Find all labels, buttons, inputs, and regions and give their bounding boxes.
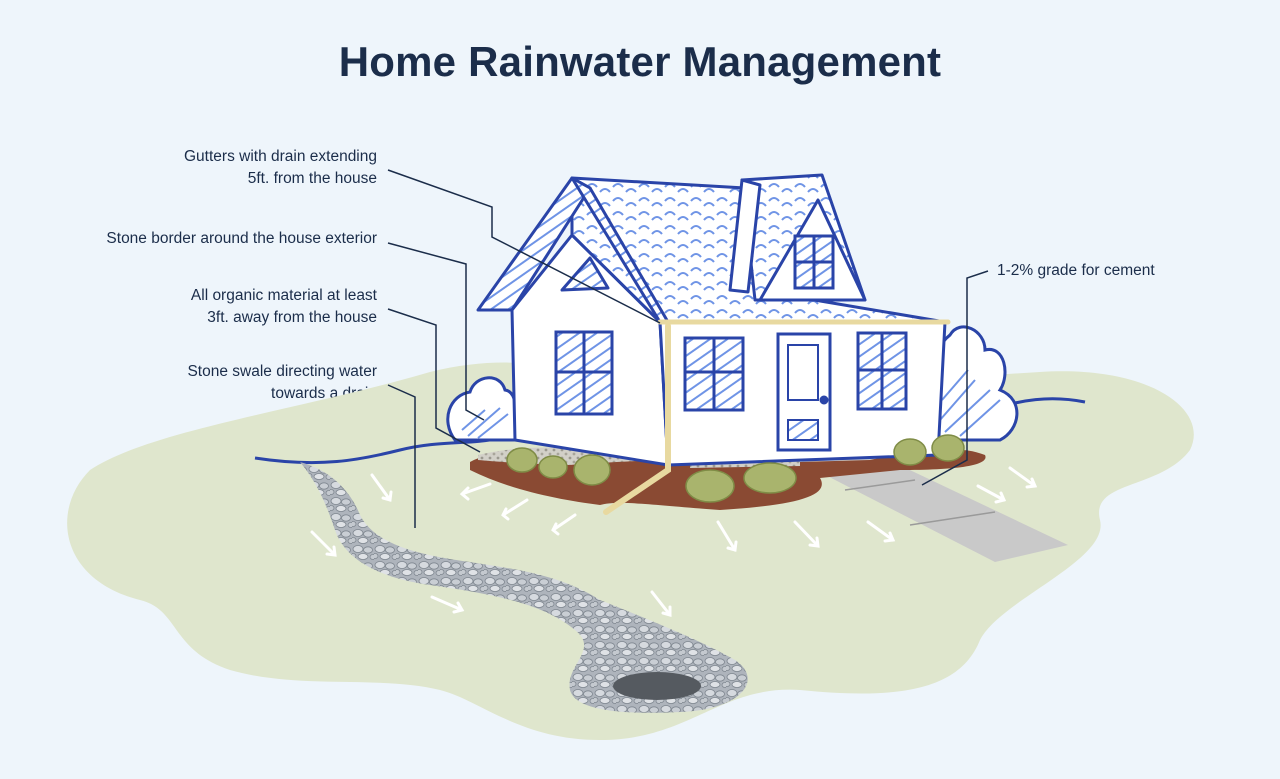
arrow-icon: [976, 484, 1007, 504]
arrow-icon: [650, 590, 672, 617]
callout-organic-line-1: All organic material at least: [190, 287, 377, 304]
leader-organic: [387, 308, 481, 453]
gable-vent: [560, 256, 610, 292]
callout-cement-grade: 1-2% grade for cement: [997, 260, 1257, 282]
arrow-icon: [716, 520, 738, 552]
callout-stone-border-line-1: Stone border around the house exterior: [106, 230, 377, 247]
door-panel: [787, 344, 819, 401]
left-bush-hatch: [461, 407, 509, 439]
callout-gutters-line-2: 5ft. from the house: [247, 170, 377, 187]
dormer-side: [728, 178, 762, 294]
walkway-joint: [844, 479, 916, 491]
callout-organic-material: All organic material at least 3ft. away …: [100, 285, 377, 329]
shrub: [685, 469, 735, 503]
door-panel: [787, 419, 819, 441]
gutter-system: [603, 319, 951, 515]
arrow-icon: [1008, 466, 1038, 489]
shrub: [506, 447, 538, 473]
shrub: [931, 434, 965, 462]
arrow-icon: [501, 498, 529, 521]
callout-stone-border: Stone border around the house exterior: [30, 228, 377, 250]
drain: [613, 672, 701, 700]
arrow-icon: [310, 530, 337, 557]
arrow-icon: [370, 473, 393, 502]
arrow-icon: [793, 520, 820, 548]
downspout: [603, 323, 671, 515]
leader-swale: [387, 384, 416, 528]
door: [776, 332, 832, 452]
cement-walkway: [800, 452, 1068, 562]
leader-grade: [921, 270, 989, 486]
shrub: [573, 454, 611, 486]
door-knob: [819, 395, 829, 405]
stream-line: [254, 436, 501, 465]
leader-stone-border: [387, 242, 485, 421]
callout-swale-line-1: Stone swale directing water: [187, 363, 377, 380]
leader-gutters: [387, 169, 661, 324]
callout-grade-line-1: 1-2% grade for cement: [997, 262, 1155, 279]
shrubs: [506, 434, 965, 503]
shrub: [538, 455, 568, 479]
shrub: [743, 462, 797, 494]
page-title: Home Rainwater Management: [338, 38, 942, 85]
arrow-icon: [430, 595, 465, 614]
callout-leaders: [387, 169, 989, 528]
arrow-icon: [866, 520, 896, 543]
callout-gutters-line-1: Gutters with drain extending: [184, 148, 377, 165]
arrow-icon: [459, 482, 492, 501]
callout-gutters: Gutters with drain extending 5ft. from t…: [100, 146, 377, 190]
callout-organic-line-2: 3ft. away from the house: [207, 309, 377, 326]
flow-arrows: [310, 466, 1038, 617]
stone-swale: [300, 462, 748, 713]
windows: [554, 234, 908, 416]
arrow-icon: [551, 513, 577, 536]
front-door: [776, 332, 832, 452]
walkway-joint: [909, 511, 996, 526]
shrub: [893, 438, 927, 466]
